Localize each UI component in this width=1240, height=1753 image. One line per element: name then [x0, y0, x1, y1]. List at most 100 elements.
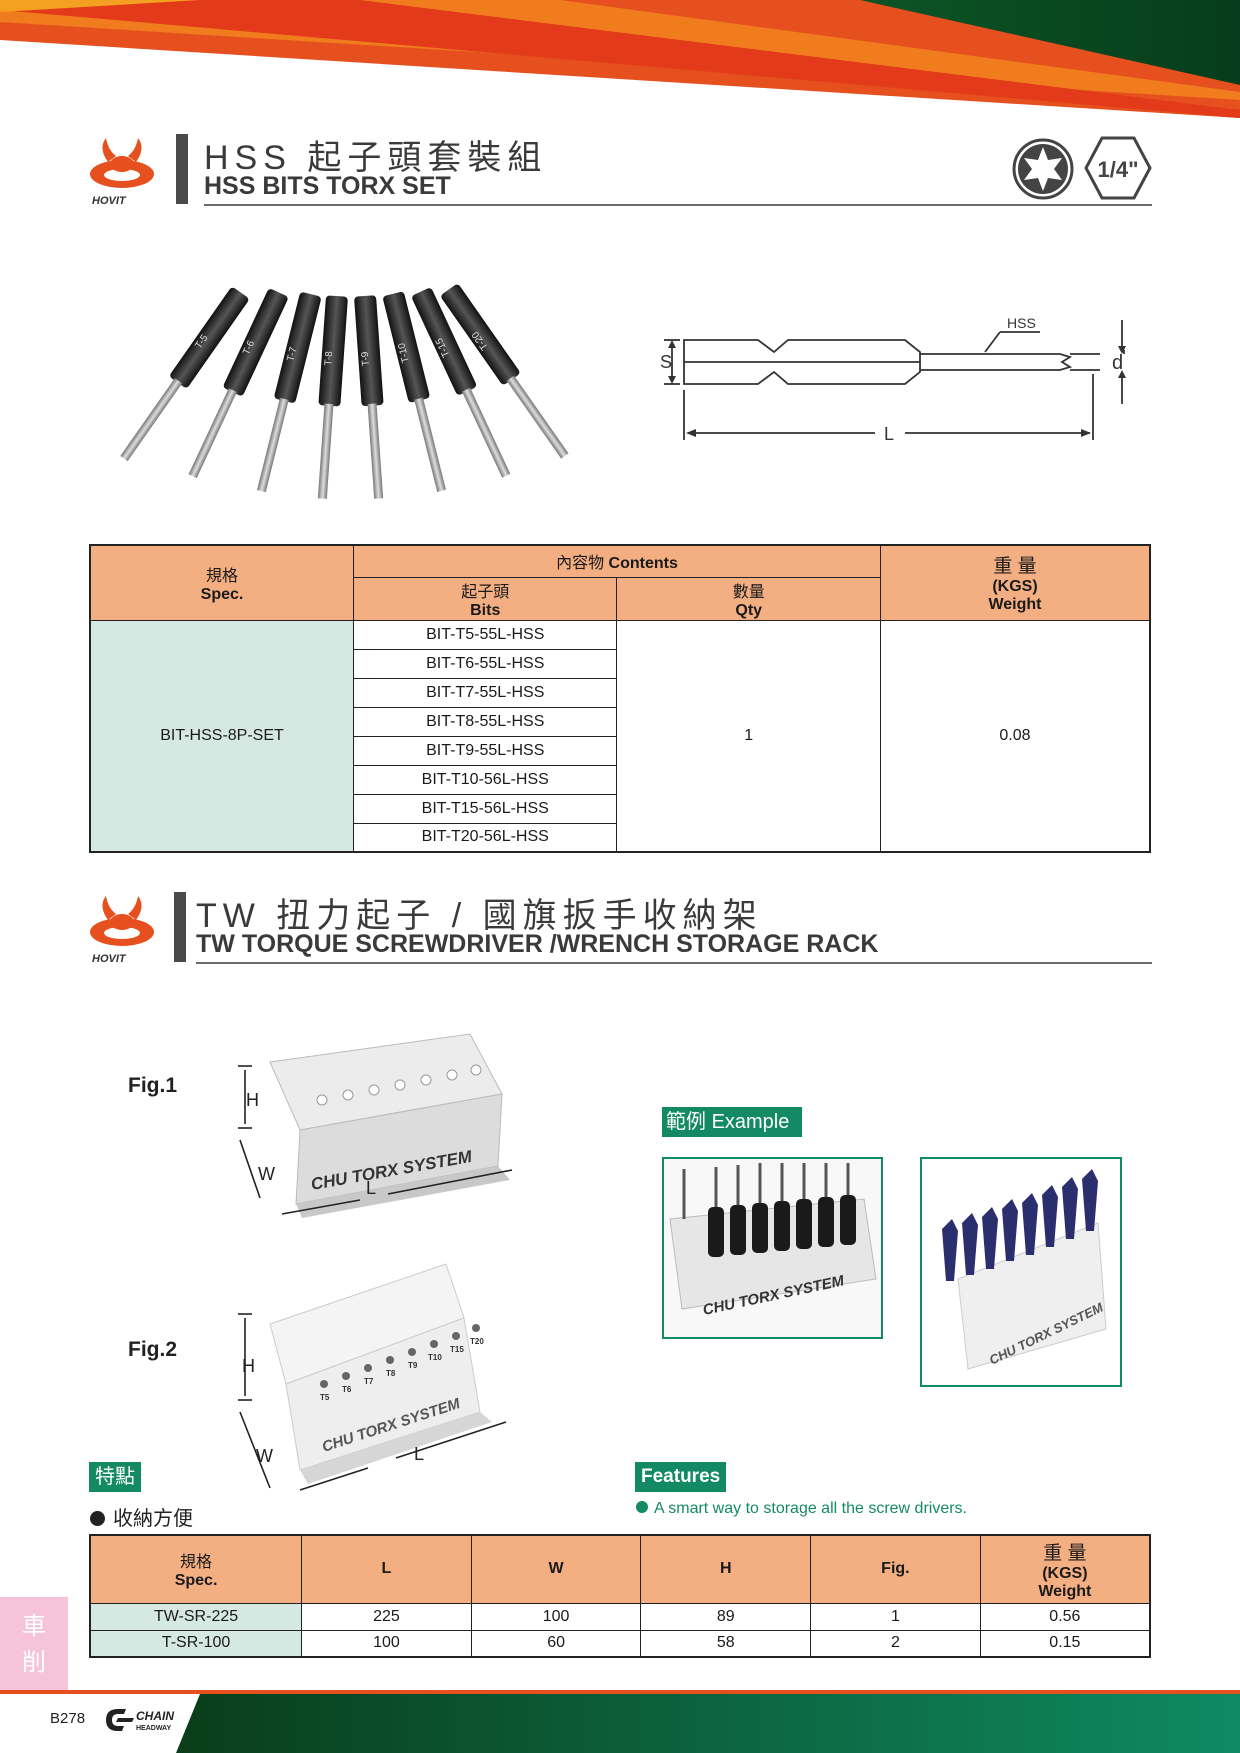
header-spec-en: Spec.	[174, 1572, 218, 1590]
page-number: B278	[50, 1710, 86, 1727]
svg-text:T6: T6	[342, 1385, 352, 1394]
svg-text:H: H	[242, 1356, 255, 1376]
bit-cell: BIT-T9-55L-HSS	[352, 735, 618, 766]
header-rule	[196, 962, 1152, 964]
feature-bullet-cn-text: 收納方便	[113, 1508, 193, 1530]
header-accent-bar	[174, 892, 186, 962]
feature-bullet-en: A smart way to storage all the screw dri…	[636, 1500, 967, 1518]
table-row: T-SR-100 100 60 58 2 0.15	[89, 1629, 1151, 1658]
svg-text:HSS: HSS	[1007, 315, 1036, 331]
header-weight-unit: (KGS)	[992, 578, 1038, 596]
w-cell: 100	[470, 1602, 642, 1631]
header-qty: 數量 Qty	[616, 576, 881, 621]
bit-cell: BIT-T10-56L-HSS	[352, 764, 618, 795]
features-tag-cn: 特點	[89, 1462, 141, 1492]
h-cell: 58	[640, 1629, 812, 1658]
weight-cell: 0.15	[979, 1629, 1151, 1658]
hovit-logo: HOVIT	[88, 134, 160, 207]
header-contents: 內容物 Contents	[353, 544, 881, 578]
header-bits-en: Bits	[470, 601, 501, 619]
header-spec-en: Spec.	[200, 585, 244, 603]
svg-text:H: H	[246, 1090, 259, 1110]
features-tag-en: Features	[635, 1462, 727, 1492]
h-cell: 89	[640, 1602, 812, 1631]
header-contents-cn: 內容物	[556, 555, 605, 573]
header-contents-en: Contents	[608, 555, 678, 573]
svg-text:T10: T10	[428, 1353, 442, 1362]
svg-text:L: L	[414, 1444, 424, 1464]
bullet-dot	[90, 1511, 105, 1526]
bit-cell: BIT-T8-55L-HSS	[352, 706, 618, 737]
header-bits: 起子頭 Bits	[352, 576, 618, 621]
header-w: W	[470, 1534, 642, 1604]
fig1-label: Fig.1	[128, 1074, 178, 1097]
header-weight-en: Weight	[988, 596, 1042, 614]
svg-text:1/4": 1/4"	[1097, 157, 1138, 182]
svg-text:W: W	[258, 1164, 275, 1184]
fig-cell: 2	[810, 1629, 981, 1658]
feature-bullet-en-text: A smart way to storage all the screw dri…	[654, 1500, 967, 1517]
header-spec-cn: 規格	[180, 1554, 213, 1572]
weight-cell: 0.08	[879, 619, 1151, 853]
spec-cell: TW-SR-225	[89, 1602, 303, 1631]
svg-text:HOVIT: HOVIT	[92, 953, 127, 964]
header-qty-cn: 數量	[732, 583, 765, 601]
svg-text:T-8: T-8	[323, 350, 335, 366]
bullet-dot	[636, 1501, 648, 1513]
header-accent-bar	[176, 134, 188, 204]
header-h: H	[640, 1534, 812, 1604]
header-qty-en: Qty	[735, 601, 763, 619]
top-banner	[0, 0, 1240, 120]
bit-cell: BIT-T6-55L-HSS	[352, 648, 618, 679]
svg-text:T7: T7	[364, 1377, 374, 1386]
svg-text:S: S	[660, 352, 672, 372]
svg-text:T8: T8	[386, 1369, 396, 1378]
svg-text:L: L	[884, 424, 894, 444]
bit-cell: BIT-T15-56L-HSS	[352, 793, 618, 824]
svg-text:CHAIN: CHAIN	[136, 1709, 174, 1723]
header-spec: 規格 Spec.	[89, 544, 354, 621]
side-tab-line2: 削	[22, 1649, 46, 1676]
svg-text:T5: T5	[320, 1393, 330, 1402]
svg-text:HOVIT: HOVIT	[92, 195, 127, 206]
svg-text:L: L	[366, 1178, 376, 1198]
l-cell: 100	[301, 1629, 472, 1658]
svg-text:T-9: T-9	[360, 351, 372, 367]
hovit-logo: HOVIT	[88, 892, 160, 965]
section-title-en: HSS BITS TORX SET	[204, 172, 451, 200]
header-bits-cn: 起子頭	[461, 583, 510, 601]
chain-headway-logo: CHAIN HEADWAY	[106, 1709, 174, 1732]
bit-cell: BIT-T7-55L-HSS	[352, 677, 618, 708]
svg-text:W: W	[256, 1446, 273, 1466]
side-category-tab[interactable]: 車 削	[0, 1597, 68, 1693]
svg-text:T15: T15	[450, 1345, 464, 1354]
storage-rack-spec-table: 規格 Spec. L W H Fig. 重 量 (KGS) Weight TW-…	[89, 1534, 1151, 1658]
example-photo-1: CHU TORX SYSTEM	[662, 1157, 883, 1339]
spec-cell: BIT-HSS-8P-SET	[89, 619, 354, 853]
svg-text:T9: T9	[408, 1361, 418, 1370]
torx-bits-photo: T-5 T-6 T-7 T-8 T-9 T-10 T-15 T-20	[120, 284, 569, 499]
qty-cell: 1	[616, 619, 881, 853]
header-weight-unit: (KGS)	[1042, 1564, 1088, 1582]
w-cell: 60	[470, 1629, 642, 1658]
example-tag-en: Example	[711, 1111, 790, 1133]
section-title-en: TW TORQUE SCREWDRIVER /WRENCH STORAGE RA…	[196, 930, 879, 958]
header-fig: Fig.	[810, 1534, 981, 1604]
spec-cell: T-SR-100	[89, 1629, 303, 1658]
table-row: TW-SR-225 225 100 89 1 0.56	[89, 1602, 1151, 1631]
header-weight-cn: 重 量	[1043, 1542, 1087, 1564]
svg-text:T20: T20	[470, 1337, 484, 1346]
example-tag: 範例 Example	[662, 1107, 802, 1137]
header-l: L	[301, 1534, 472, 1604]
side-tab-line1: 車	[22, 1613, 46, 1640]
section-title-cn: TW 扭力起子 / 國旗扳手收納架	[196, 897, 763, 935]
section-title-cn: HSS 起子頭套裝組	[204, 139, 548, 177]
bits-set-spec-table: 規格 Spec. 內容物 Contents 重 量 (KGS) Weight 起…	[89, 544, 1151, 853]
bit-cell: BIT-T5-55L-HSS	[352, 619, 618, 650]
hex-shank-icon: 1/4"	[1084, 136, 1152, 200]
weight-cell: 0.56	[979, 1602, 1151, 1631]
svg-text:d: d	[1112, 352, 1123, 374]
header-weight-cn: 重 量	[993, 556, 1037, 578]
rack-fig1-image: CHU TORX SYSTEM H W L	[238, 1033, 513, 1218]
